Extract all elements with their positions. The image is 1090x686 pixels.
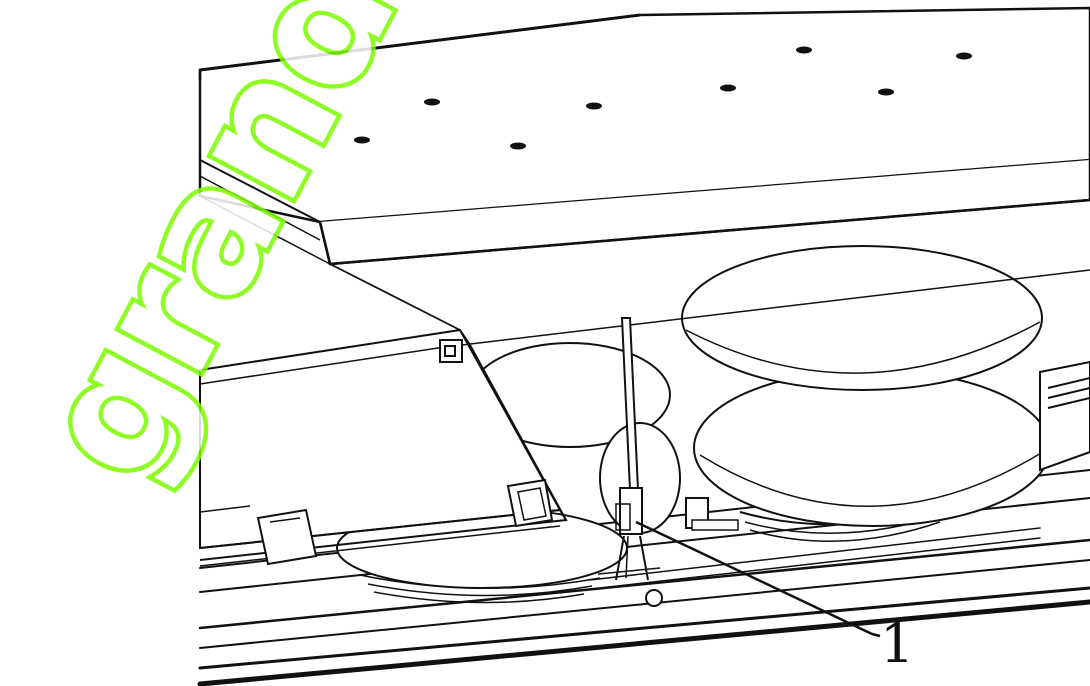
height-sensor-rod [597, 317, 663, 607]
base-rails [197, 469, 1090, 686]
top-plate [198, 6, 1090, 346]
air-bellow-rear-left [336, 342, 671, 604]
air-bellow-right-upper [681, 245, 1043, 391]
callout-1-leader [635, 520, 881, 638]
callout-1-label: 1 [880, 612, 914, 675]
plate-holes [354, 46, 972, 150]
air-bellow-right-lower [685, 369, 1051, 542]
side-frame-right [1039, 360, 1090, 472]
side-flap-left [199, 328, 568, 567]
